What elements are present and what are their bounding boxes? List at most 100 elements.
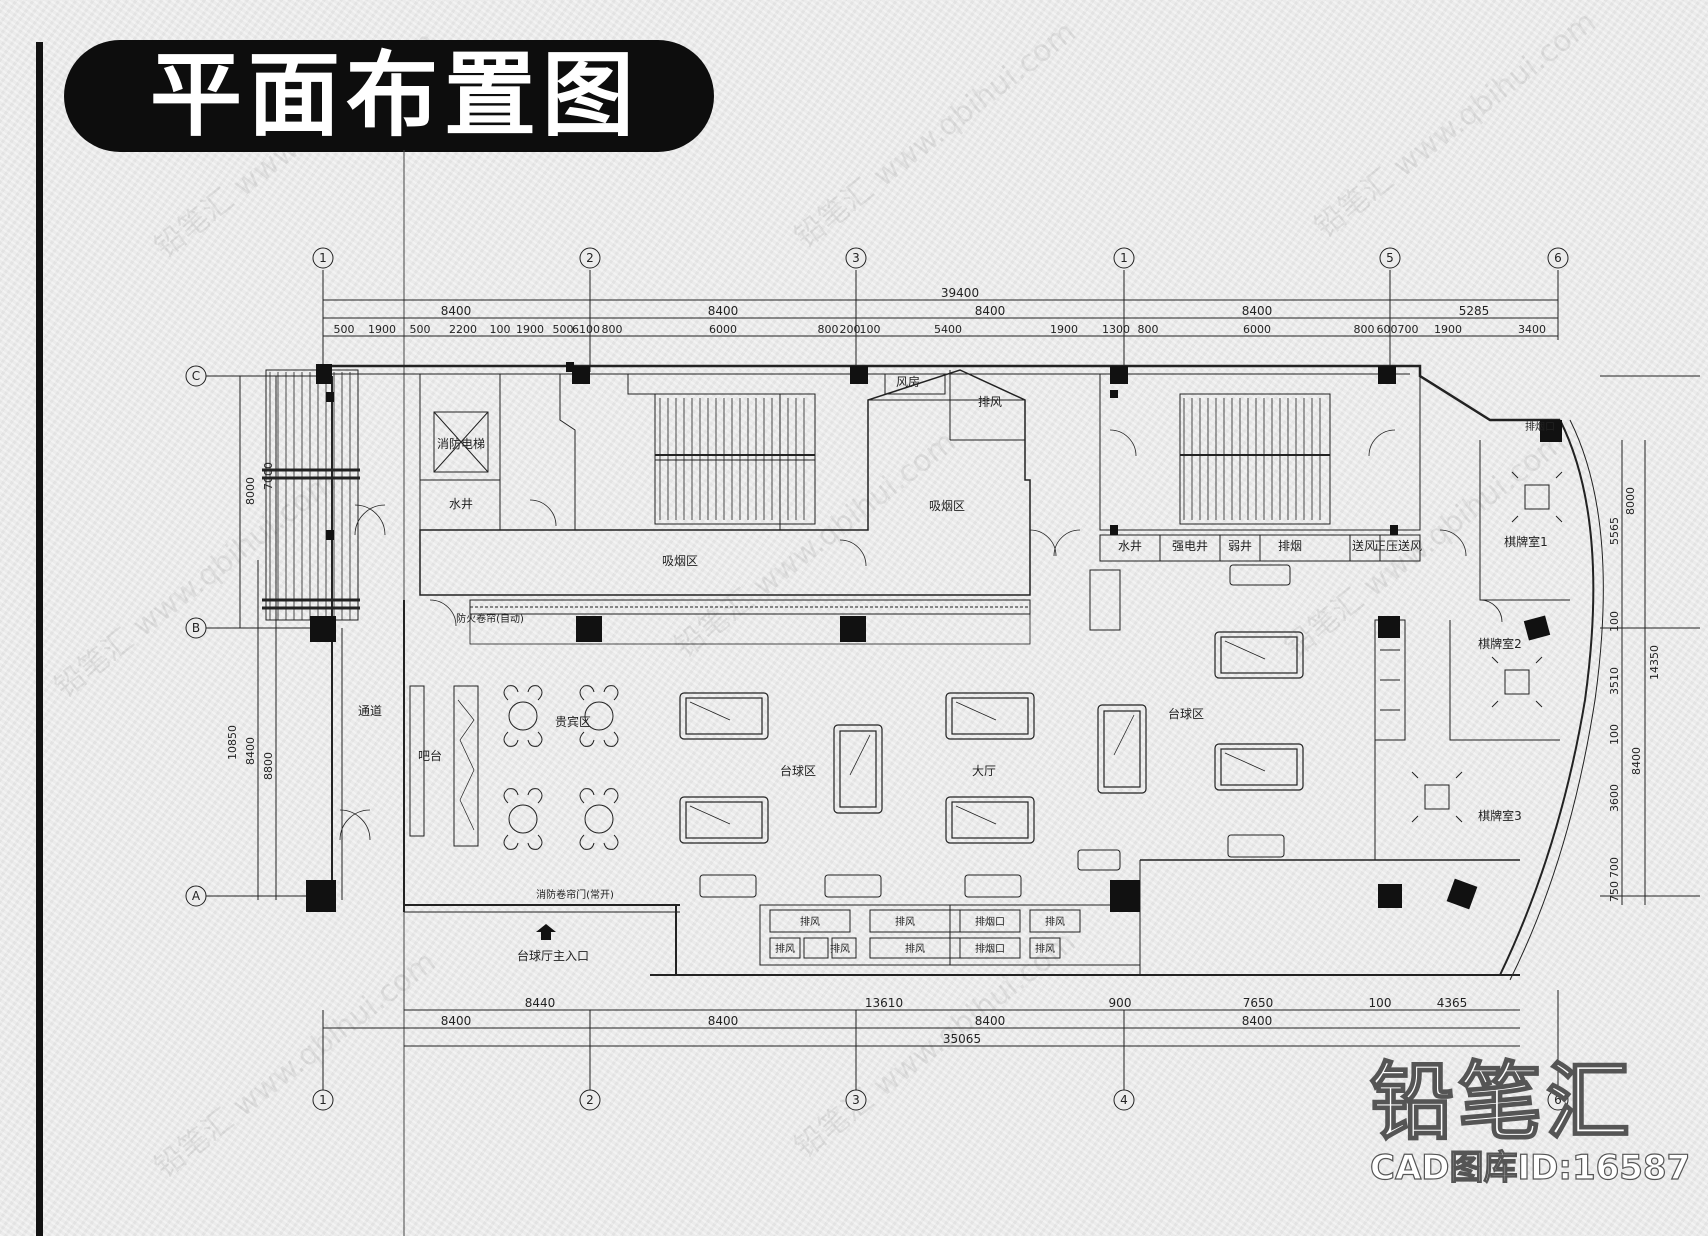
grid-label-top: 3 [852, 251, 860, 265]
dimension-detail: 1900 [1434, 323, 1462, 336]
vent-label: 排风 [1035, 942, 1055, 955]
dimension-bottom: 7650 [1243, 996, 1274, 1010]
grid-label-bottom: 6 [1554, 1093, 1562, 1107]
vent-label: 排烟口 [975, 942, 1005, 955]
dimension-right: 3600 [1608, 784, 1621, 812]
grid-label-top: 1 [1120, 251, 1128, 265]
dimension-detail: 600 [1377, 323, 1398, 336]
dimension-left: 8800 [262, 752, 275, 780]
dimension-total-top: 39400 [941, 286, 979, 300]
dimension-detail: 1900 [368, 323, 396, 336]
dimension-top: 5285 [1459, 304, 1490, 318]
dimension-right: 5565 [1608, 517, 1621, 545]
vent-label: 排风 [775, 942, 795, 955]
room-label: 水井 [449, 497, 473, 511]
dimension-right: 750 [1608, 881, 1621, 902]
dimension-total-bottom: 35065 [943, 1032, 981, 1046]
dimension-detail: 500 [334, 323, 355, 336]
grid-label-top: 6 [1554, 251, 1562, 265]
dimension-detail: 2200 [449, 323, 477, 336]
dimension-right: 100 [1608, 724, 1621, 745]
vent-label: 排风 [800, 915, 820, 928]
room-label: 排烟 [1278, 539, 1302, 553]
grid-label-left: A [192, 889, 201, 903]
grid-label-bottom: 4 [1120, 1093, 1128, 1107]
room-label: 强电井 [1172, 539, 1208, 553]
dimension-left: 7000 [262, 462, 275, 490]
vent-label: 排风 [830, 942, 850, 955]
room-label: 吧台 [418, 748, 442, 763]
dimension-detail: 1900 [516, 323, 544, 336]
room-label: 正压送风 [1374, 538, 1422, 553]
vent-label: 排风 [905, 942, 925, 955]
dimension-right: 3510 [1608, 667, 1621, 695]
dimension-detail: 700 [1398, 323, 1419, 336]
door-note: 排烟口 [1525, 420, 1555, 433]
grid-label-left: C [192, 369, 200, 383]
dimension-right: 14350 [1648, 645, 1661, 680]
room-label: 消防电梯 [437, 436, 485, 451]
dimension-bottom: 100 [1369, 996, 1392, 1010]
dimension-left: 8000 [244, 477, 257, 505]
logo-text: 铅笔汇 [1369, 1052, 1635, 1152]
entrance-label: 台球厅主入口 [517, 948, 589, 963]
grid-label-left: B [192, 621, 200, 635]
dimension-bottom: 8400 [441, 1014, 472, 1028]
room-label: 棋牌室1 [1504, 534, 1548, 549]
grid-label-top: 2 [586, 251, 594, 265]
dimension-detail: 800 [1138, 323, 1159, 336]
room-label: 吸烟区 [662, 554, 698, 568]
room-label: 棋牌室3 [1478, 808, 1522, 823]
dimension-detail: 100 [860, 323, 881, 336]
dimension-detail: 800 [1354, 323, 1375, 336]
room-label: 排风 [978, 395, 1002, 409]
room-label: 台球区 [780, 763, 816, 778]
grid-label-top: 5 [1386, 251, 1394, 265]
vent-label: 排风 [895, 915, 915, 928]
dimension-bottom: 900 [1109, 996, 1132, 1010]
door-note: 防火卷帘(自动) [456, 612, 524, 625]
dimension-bottom: 8440 [525, 996, 556, 1010]
dimension-detail: 800 [602, 323, 623, 336]
grid-label-bottom: 3 [852, 1093, 860, 1107]
vent-label: 排风 [1045, 915, 1065, 928]
dimension-detail: 800 [818, 323, 839, 336]
dimension-top: 8400 [708, 304, 739, 318]
grid-label-bottom: 2 [586, 1093, 594, 1107]
grid-label-top: 1 [319, 251, 327, 265]
dimension-detail: 6000 [709, 323, 737, 336]
dimension-bottom: 13610 [865, 996, 903, 1010]
dimension-detail: 200 [840, 323, 861, 336]
room-label: 风房 [896, 374, 920, 389]
dimension-right: 8000 [1624, 487, 1637, 515]
title-badge [64, 40, 714, 152]
dimension-right: 700 [1608, 857, 1621, 878]
room-label: 通道 [358, 704, 382, 718]
room-label: 弱井 [1228, 539, 1252, 553]
dimension-detail: 100 [490, 323, 511, 336]
logo-id-text: CAD图库ID:16587 [1369, 1147, 1691, 1188]
room-label: 水井 [1118, 539, 1142, 553]
grid-label-bottom: 1 [319, 1093, 327, 1107]
dimension-detail: 1300 [1102, 323, 1130, 336]
dimension-bottom: 4365 [1437, 996, 1468, 1010]
dimension-left: 8400 [244, 737, 257, 765]
dimension-top: 8400 [441, 304, 472, 318]
dimension-right: 8400 [1630, 747, 1643, 775]
dimension-detail: 6000 [1243, 323, 1271, 336]
room-label: 贵宾区 [555, 714, 591, 729]
dimension-bottom: 8400 [1242, 1014, 1273, 1028]
vent-label: 排烟口 [975, 915, 1005, 928]
dimension-bottom: 8400 [975, 1014, 1006, 1028]
dimension-bottom: 8400 [708, 1014, 739, 1028]
room-label: 吸烟区 [929, 499, 965, 513]
dimension-top: 8400 [975, 304, 1006, 318]
dimension-detail: 500 [410, 323, 431, 336]
page-title: 平面布置图 [150, 42, 641, 149]
dimension-top: 8400 [1242, 304, 1273, 318]
room-label: 棋牌室2 [1478, 636, 1522, 651]
room-label: 台球区 [1168, 706, 1204, 721]
room-label: 大厅 [972, 764, 996, 778]
door-note: 消防卷帘门(常开) [536, 888, 614, 901]
